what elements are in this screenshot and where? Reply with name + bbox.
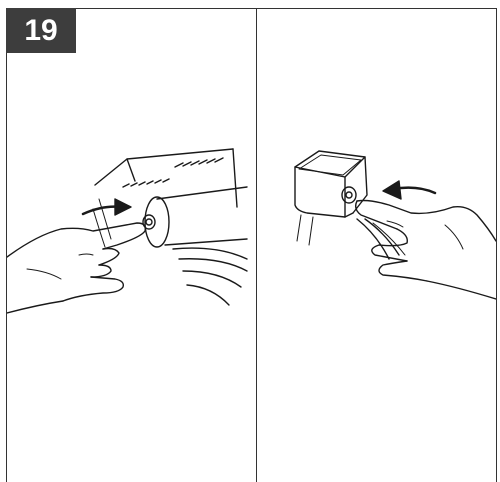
left-panel	[7, 9, 256, 482]
press-button-on-cylinder-icon	[7, 9, 256, 482]
press-button-on-box-icon	[257, 9, 496, 482]
right-panel	[257, 9, 496, 482]
